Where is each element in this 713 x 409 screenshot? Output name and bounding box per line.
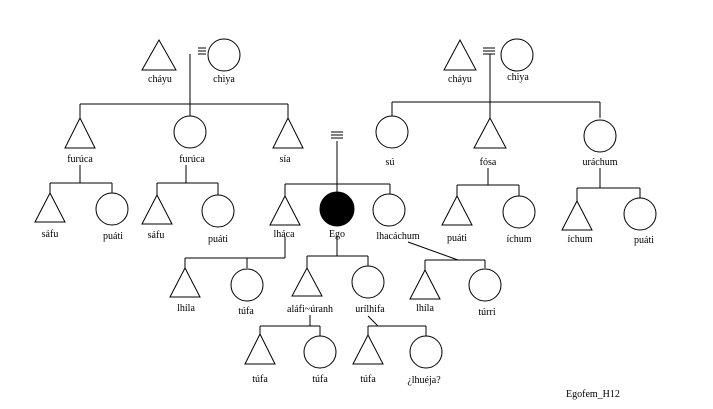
person-male-safu-1: sáfu [34, 191, 66, 240]
person-female-urachum: uráchum [583, 119, 618, 168]
label-tufa-3: túfa [312, 374, 328, 385]
label-chayu-right: cháyu [448, 74, 472, 85]
label-urachum: uráchum [583, 157, 618, 168]
label-puati-3: puáti [447, 233, 467, 244]
diagram-caption: Egofem_H12 [566, 389, 620, 400]
person-male-chayu-left: cháyu [141, 38, 177, 85]
person-female-puati-2: puáti [201, 194, 235, 245]
connector-lines [49, 47, 641, 336]
person-male-tufa-4: túfa [352, 333, 384, 385]
person-male-lhila-2: lhíla [409, 268, 441, 314]
label-puati-4: puáti [634, 235, 654, 246]
ego-marker [319, 191, 355, 227]
label-furuca-left: furúca [67, 154, 93, 165]
label-ego: Ego [329, 229, 345, 240]
person-female-turri: túrri [468, 268, 502, 318]
person-female-furuca-middle: furúca [173, 115, 207, 165]
label-tufa-1: túfa [238, 306, 254, 317]
person-female-lhacachum: lhacáchum [372, 193, 420, 242]
label-sia: sía [279, 154, 291, 165]
person-ego: Ego [319, 191, 355, 240]
label-tufa-2: túfa [252, 374, 268, 385]
person-female-su: sú [375, 115, 409, 168]
label-lhacachum: lhacáchum [376, 231, 420, 242]
label-furuca-middle: furúca [179, 154, 205, 165]
label-tufa-4: túfa [360, 374, 376, 385]
person-male-lhaca: lháca [269, 194, 301, 240]
label-safu-1: sáfu [42, 229, 59, 240]
label-lhueja: ¿lhuéja? [407, 375, 441, 386]
label-safu-2: sáfu [148, 230, 165, 241]
person-female-puati-1: puáti [95, 192, 129, 242]
person-male-puati-3: puáti [441, 194, 473, 244]
person-male-furuca-left: furúca [64, 116, 96, 165]
label-puati-1: puáti [103, 231, 123, 242]
person-female-lhueja: ¿lhuéja? [407, 335, 443, 386]
person-male-ichum-2: íchum [561, 199, 593, 245]
label-chiya-left: chiya [213, 74, 235, 85]
label-chayu-left: cháyu [148, 74, 172, 85]
label-fosa: fósa [480, 157, 497, 168]
person-male-sia: sía [272, 116, 304, 165]
label-ichum-1: íchum [507, 234, 532, 245]
person-female-chiya-right: chiya [500, 38, 534, 83]
label-ichum-2: íchum [568, 234, 593, 245]
label-puati-2: puáti [208, 234, 228, 245]
label-alafi-uranh: aláfi~úranh [287, 304, 333, 315]
person-female-urilhifa: urílhifa [351, 265, 385, 315]
person-female-chiya-left: chiya [207, 38, 241, 85]
person-female-tufa-3: túfa [303, 335, 337, 385]
label-urilhifa: urílhifa [355, 304, 385, 315]
person-male-fosa: fósa [473, 116, 507, 168]
label-lhila-1: lhíla [177, 303, 195, 314]
person-male-lhila-1: lhíla [169, 266, 201, 314]
person-male-alafi-uranh: aláfi~úranh [287, 266, 333, 315]
person-female-tufa-1: túfa [230, 268, 264, 317]
label-lhila-2: lhíla [416, 303, 434, 314]
label-lhaca: lháca [273, 229, 295, 240]
person-male-safu-2: sáfu [141, 193, 173, 241]
label-chiya-right: chiya [507, 72, 529, 83]
person-female-ichum-1: íchum [502, 195, 536, 245]
label-turri: túrri [478, 307, 495, 318]
person-male-tufa-2: túfa [244, 332, 276, 385]
person-female-puati-4: puáti [623, 197, 657, 246]
person-male-chayu-right: cháyu [443, 38, 477, 85]
label-su: sú [386, 157, 395, 168]
